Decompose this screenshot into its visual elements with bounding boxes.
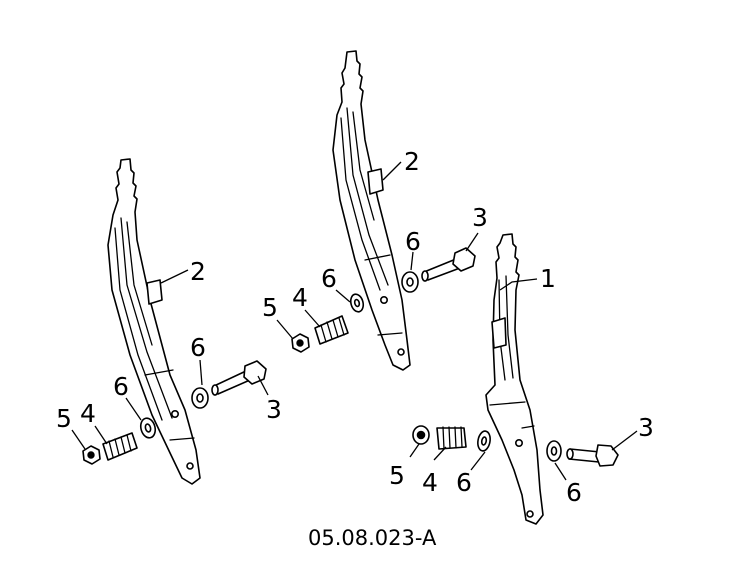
callout-washer-right-outer: 6 [566,478,582,507]
nut-left [82,445,101,465]
washer-middle [349,293,365,313]
callout-bolt-middle: 3 [472,203,488,232]
callout-bracket-right: 1 [540,264,556,293]
nut-right [412,425,430,445]
callout-spring-left: 4 [80,399,96,428]
callout-washer-right: 6 [456,468,472,497]
callout-bolt-right: 3 [638,413,654,442]
callout-washer-left-outer: 6 [190,333,206,362]
callout-nut-right: 5 [389,461,405,490]
pivot-bolt-right [566,444,619,467]
washer-right-outer [546,440,562,462]
lever-middle [332,50,411,371]
callout-labels: 2 2 1 3 3 3 6 6 6 6 6 6 4 4 4 5 5 5 [56,147,654,507]
callout-washer-middle-outer: 6 [405,227,421,256]
callout-spring-middle: 4 [292,283,308,312]
nut-middle [291,333,310,353]
spring-right [436,426,467,450]
callout-washer-middle: 6 [321,264,337,293]
washer-middle-outer [401,271,419,293]
lever-left [107,158,201,485]
leader-lines [71,161,638,481]
callout-spring-right: 4 [422,468,438,497]
figure-id: 05.08.023-A [308,526,437,550]
callout-washer-left: 6 [113,372,129,401]
washer-left [139,417,157,439]
pivot-bolt-left [211,360,267,396]
bracket-right [485,233,544,525]
spring-middle [314,315,349,345]
washer-left-outer [191,387,209,409]
spring-left [102,432,138,461]
callout-nut-left: 5 [56,404,72,433]
washer-right [477,430,491,452]
callout-lever-left: 2 [190,257,206,286]
callout-bolt-left: 3 [266,395,282,424]
callout-lever-middle: 2 [404,147,420,176]
callout-nut-middle: 5 [262,293,278,322]
pivot-bolt-middle [421,247,476,282]
